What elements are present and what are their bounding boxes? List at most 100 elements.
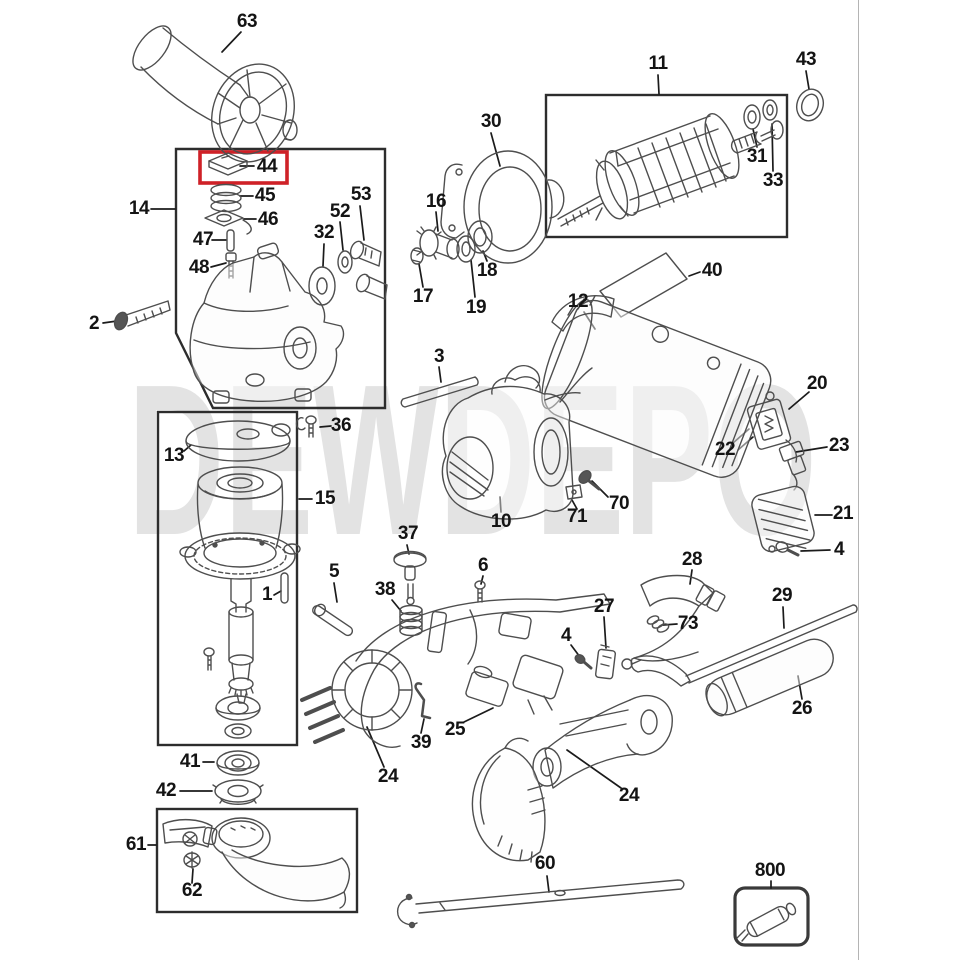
part-label-47: 47 <box>192 229 214 250</box>
part-12-motor-housing-art <box>541 295 772 478</box>
part-52-washer-art <box>337 250 353 274</box>
part-label-13: 13 <box>163 445 185 466</box>
part-label-10: 10 <box>490 511 512 532</box>
part-label-61: 61 <box>125 834 147 855</box>
part-label-1: 1 <box>261 584 273 605</box>
part-label-24-left: 24 <box>377 766 399 787</box>
part-label-23: 23 <box>828 435 850 456</box>
part-43-oring-art <box>795 88 825 122</box>
part-label-42: 42 <box>155 780 177 801</box>
part-label-70: 70 <box>608 493 630 514</box>
box-armature-group <box>544 93 789 239</box>
part-39-lever-art <box>414 682 432 720</box>
part-label-44: 44 <box>256 156 278 177</box>
part-label-33: 33 <box>762 170 784 191</box>
part-label-24-right: 24 <box>618 785 640 806</box>
part-label-14: 14 <box>128 198 150 219</box>
part-1-pin-art <box>280 572 289 604</box>
part-36-screw-art <box>295 415 317 438</box>
part-46-clamp-washer-art <box>204 209 252 235</box>
part-label-18: 18 <box>476 260 498 281</box>
part-60-spanner-wrench-art <box>396 879 685 929</box>
part-41-bearing-art <box>216 750 260 776</box>
part-label-32: 32 <box>313 222 335 243</box>
part-label-2: 2 <box>88 313 100 334</box>
group-boxes <box>155 93 810 947</box>
part-label-38: 38 <box>374 579 396 600</box>
part-label-73: 73 <box>677 613 699 634</box>
part-73-spring-art <box>646 615 670 633</box>
part-70-screw-art <box>578 470 601 491</box>
part-label-40: 40 <box>701 260 723 281</box>
part-label-29: 29 <box>771 585 793 606</box>
box-gearcase-group <box>174 147 387 410</box>
part-5-pin-art <box>312 603 354 637</box>
part-label-27: 27 <box>593 596 615 617</box>
part-14-gear-case-art <box>189 242 345 404</box>
part-21-cover-plate-art <box>751 485 815 553</box>
part-3-rod-art <box>400 376 479 408</box>
part-label-20: 20 <box>806 373 828 394</box>
part-label-19: 19 <box>465 297 487 318</box>
part-label-11: 11 <box>648 53 668 74</box>
part-label-62: 62 <box>181 880 203 901</box>
part-label-48: 48 <box>188 257 210 278</box>
part-label-25: 25 <box>444 719 466 740</box>
part-label-53: 53 <box>350 184 372 205</box>
part-47-pin-art <box>226 229 235 252</box>
part-4-middle-screw-art <box>574 654 593 670</box>
part-label-45: 45 <box>254 185 276 206</box>
part-label-21: 21 <box>832 503 854 524</box>
part-28-lead-wire-art <box>621 574 726 670</box>
part-label-60: 60 <box>534 853 556 874</box>
part-spindle-shaft-art <box>203 578 261 739</box>
part-6-screw-art <box>474 580 486 603</box>
part-26-grip-art <box>705 638 834 717</box>
part-label-37: 37 <box>397 523 419 544</box>
part-15-clutch-stack-art <box>179 466 301 580</box>
part-2-screw-art <box>113 300 171 331</box>
part-29-handle-rod-art <box>630 604 858 687</box>
part-label-3: 3 <box>433 346 445 367</box>
part-label-71: 71 <box>566 506 588 527</box>
part-20-brush-holder-art <box>746 391 798 463</box>
part-25-switch-art <box>465 654 564 715</box>
part-11-armature-art <box>557 113 784 227</box>
part-label-16: 16 <box>425 191 447 212</box>
part-label-15: 15 <box>314 488 336 509</box>
part-800-grease-tube-icon <box>736 902 797 942</box>
part-label-800: 800 <box>754 860 786 881</box>
part-17-nut-art <box>410 247 424 265</box>
part-63-side-handle-art <box>132 25 298 163</box>
part-label-52: 52 <box>329 201 351 222</box>
part-label-28: 28 <box>681 549 703 570</box>
part-label-31: 31 <box>746 146 768 167</box>
part-label-4-middle: 4 <box>560 625 572 646</box>
part-label-26: 26 <box>791 698 813 719</box>
part-label-30: 30 <box>480 111 502 132</box>
part-10-field-stator-art <box>441 364 593 520</box>
part-32-washer-art <box>308 266 336 306</box>
part-label-5: 5 <box>328 561 340 582</box>
part-label-46: 46 <box>257 209 279 230</box>
part-27-block-art <box>594 644 616 680</box>
page-divider-line <box>858 0 859 960</box>
part-61-wheel-guard-art <box>162 817 351 909</box>
part-42-flanged-nut-art <box>212 779 264 805</box>
part-53-bolts-art <box>349 240 388 300</box>
part-label-12: 12 <box>567 291 589 312</box>
part-16-pinion-art <box>416 226 460 260</box>
part-label-22: 22 <box>714 439 736 460</box>
part-71-bracket-art <box>565 484 583 500</box>
part-24-right-handle-art <box>471 695 673 863</box>
part-label-41: 41 <box>179 751 201 772</box>
box-spindle-group <box>156 410 299 747</box>
part-44-clamp-cap-art <box>208 152 248 176</box>
part-label-43: 43 <box>795 49 817 70</box>
part-31-washer-art <box>743 104 761 130</box>
part-19-ring-art <box>456 235 476 263</box>
part-33-washer-art <box>762 99 778 121</box>
